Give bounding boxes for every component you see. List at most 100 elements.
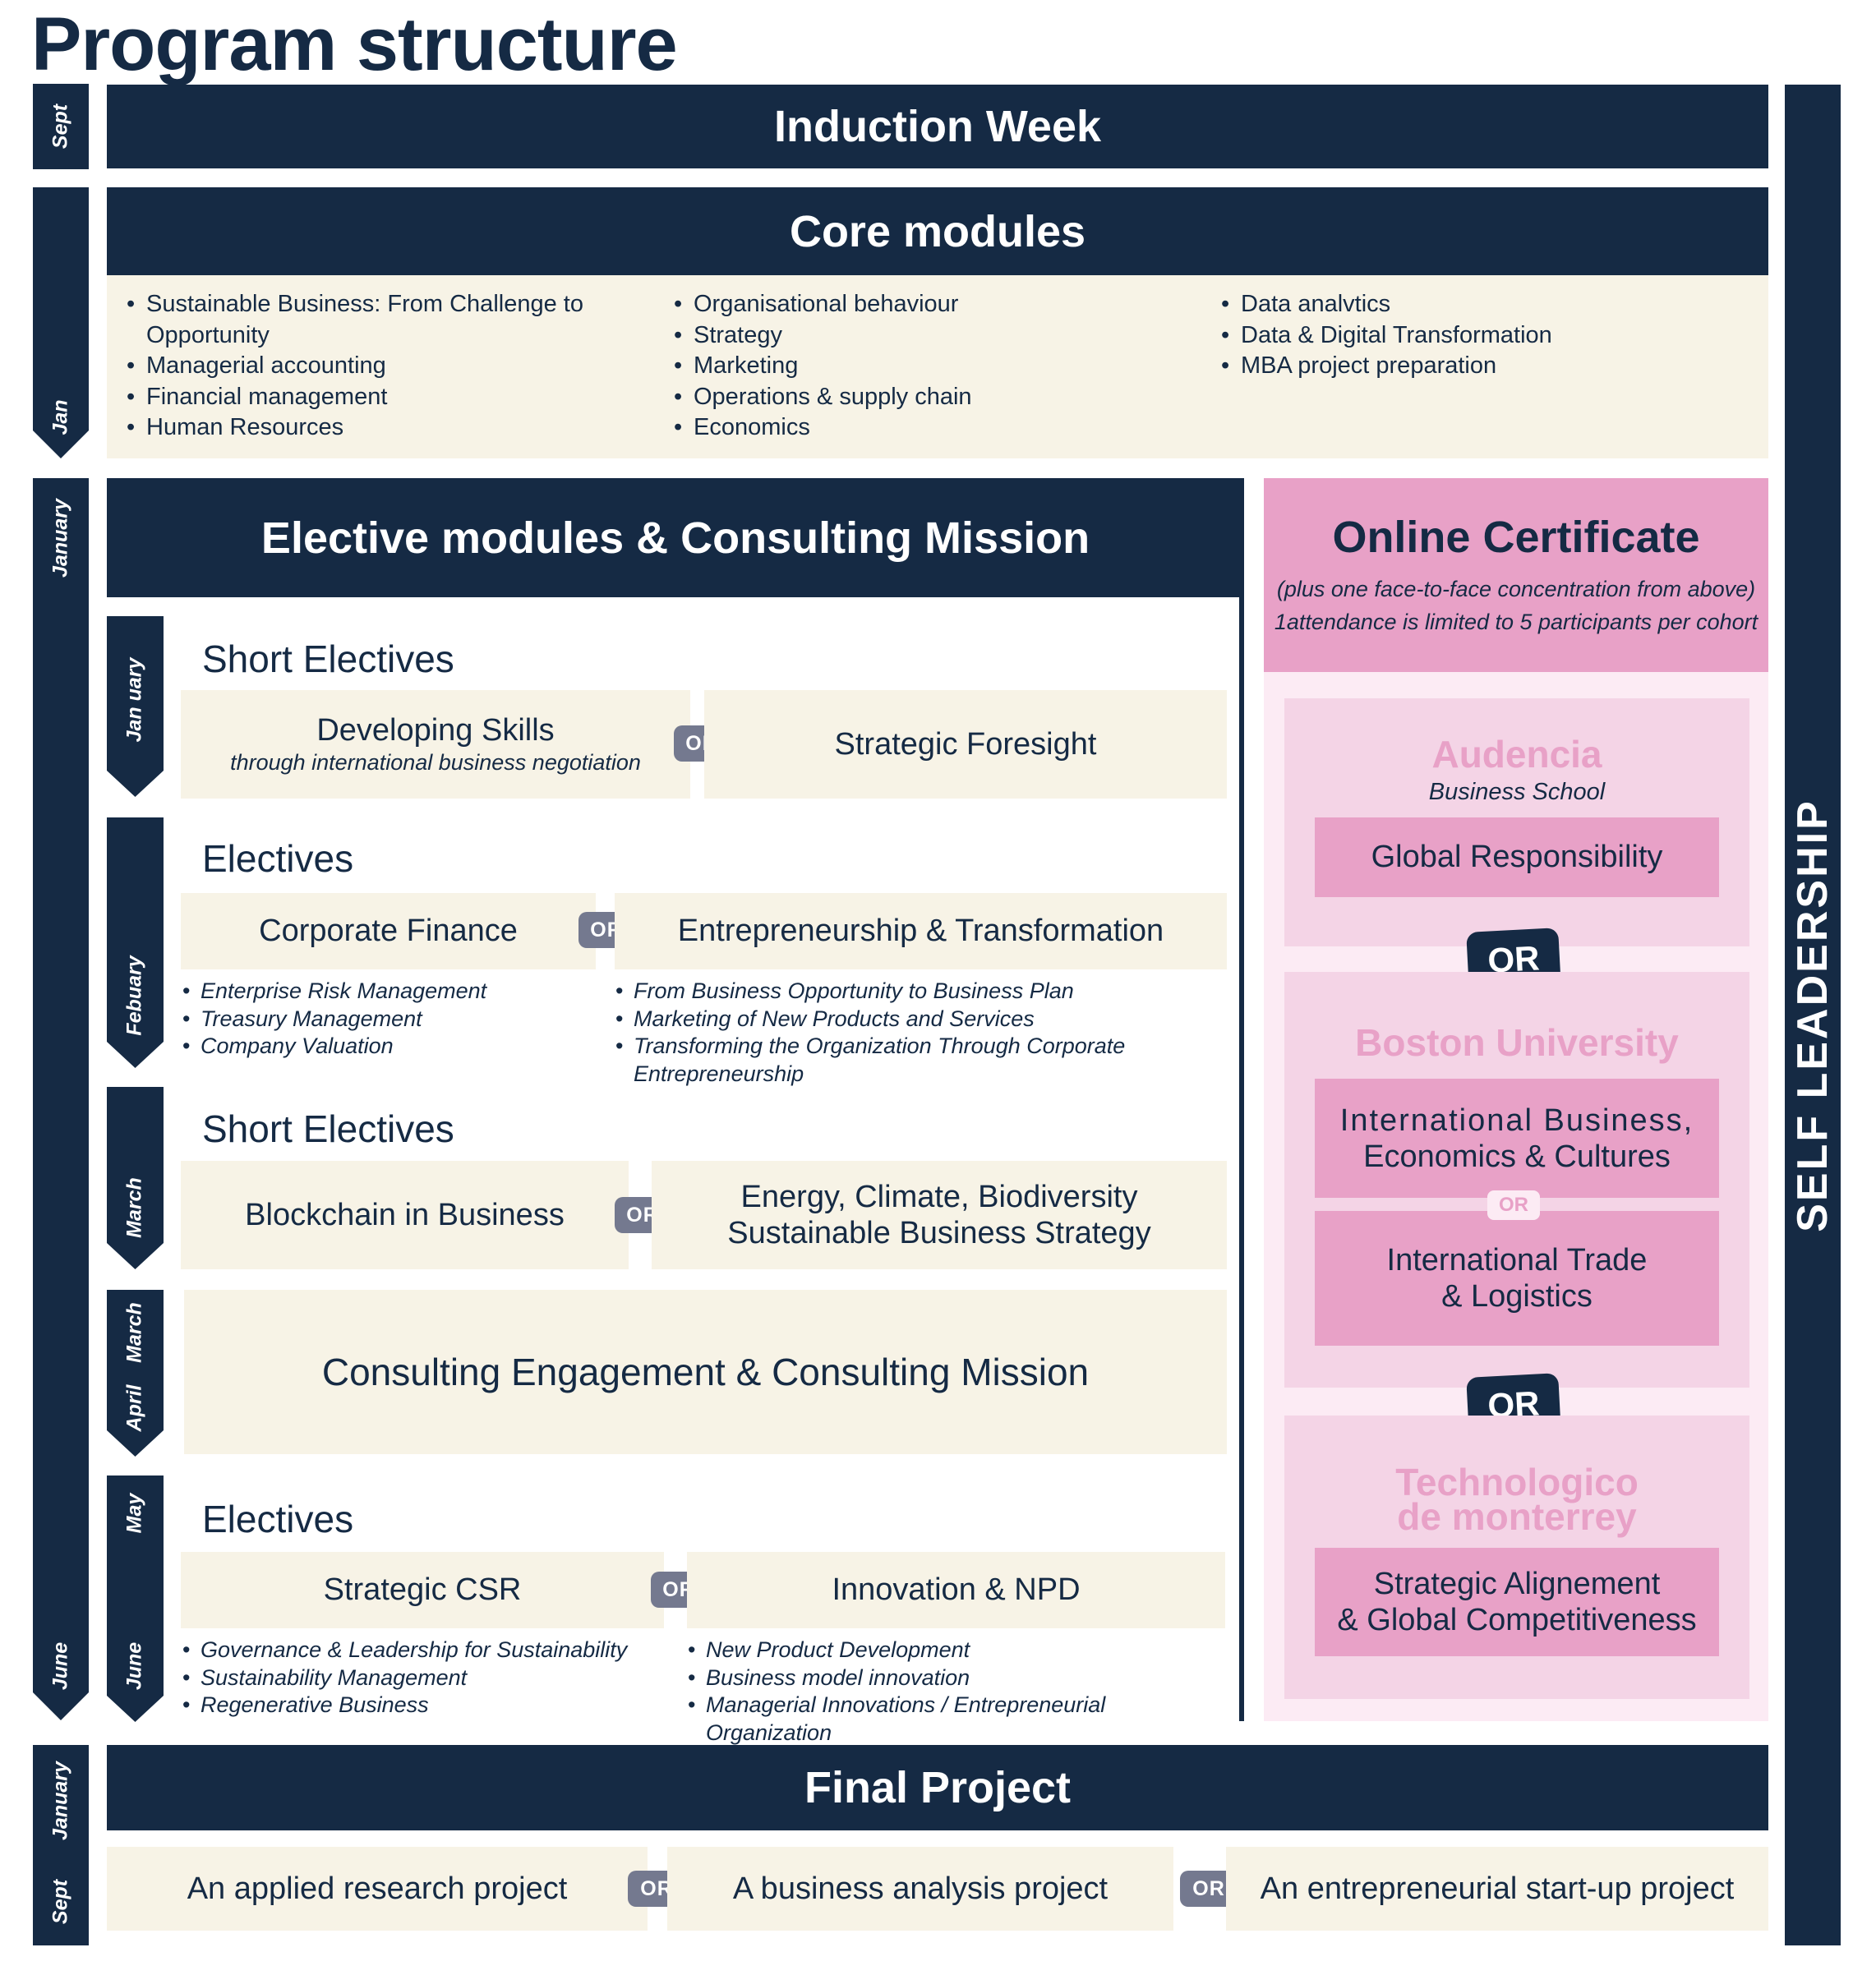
intl-business-line1: International Business, bbox=[1339, 1103, 1694, 1138]
energy-climate-line1: Energy, Climate, Biodiversity bbox=[740, 1180, 1138, 1214]
list-item: Transforming the Organization Through Co… bbox=[615, 1033, 1240, 1088]
consulting-title: Consulting Engagement & Consulting Missi… bbox=[321, 1351, 1090, 1393]
list-item: Operations & supply chain bbox=[674, 382, 1183, 413]
timeline-label-sept: Sept bbox=[48, 104, 72, 150]
list-item: Enterprise Risk Management bbox=[182, 978, 593, 1006]
electives-2-heading: Electives bbox=[202, 1498, 354, 1540]
core-modules-header: Core modules bbox=[107, 187, 1768, 275]
final-option-research-label: An applied research project bbox=[187, 1871, 568, 1906]
innovation-npd-bullets: New Product Development Business model i… bbox=[688, 1637, 1230, 1747]
blockchain-title: Blockchain in Business bbox=[245, 1197, 565, 1232]
final-project-header: Final Project bbox=[107, 1745, 1768, 1830]
strategic-foresight-box: Strategic Foresight bbox=[704, 690, 1227, 799]
final-option-business: A business analysis project bbox=[667, 1847, 1173, 1931]
page-title: Program structure bbox=[31, 2, 678, 86]
developing-skills-title: Developing Skills bbox=[316, 713, 555, 748]
blockchain-box: Blockchain in Business bbox=[181, 1161, 629, 1269]
developing-skills-subtitle: through international business negotiati… bbox=[230, 750, 641, 775]
timeline-label-june: June bbox=[48, 1641, 72, 1691]
list-item: Business model innovation bbox=[688, 1664, 1230, 1692]
entrepreneurship-title: Entrepreneurship & Transformation bbox=[677, 914, 1164, 948]
timeline-sept-block bbox=[33, 84, 89, 169]
final-option-research: An applied research project bbox=[107, 1847, 648, 1931]
inner-label-january: Jan uary bbox=[122, 657, 146, 743]
list-item: Company Valuation bbox=[182, 1033, 593, 1061]
intl-business-box: International Business, Economics & Cult… bbox=[1315, 1079, 1719, 1198]
list-item: Governance & Leadership for Sustainabili… bbox=[182, 1637, 659, 1664]
induction-week-bar: Induction Week bbox=[107, 85, 1768, 168]
elective-modules-header: Elective modules & Consulting Mission bbox=[107, 478, 1244, 597]
elective-modules-right-border bbox=[1239, 597, 1244, 1721]
timeline-arrow-january-june bbox=[33, 478, 89, 1720]
timeline-label-sept-final: Sept bbox=[48, 1879, 72, 1925]
list-item: Marketing bbox=[674, 351, 1183, 382]
intl-business-line2: Economics & Cultures bbox=[1363, 1139, 1671, 1174]
consulting-box: Consulting Engagement & Consulting Missi… bbox=[184, 1290, 1227, 1454]
corporate-finance-title: Corporate Finance bbox=[259, 914, 518, 948]
inner-arrow-january bbox=[107, 616, 164, 797]
strategic-foresight-title: Strategic Foresight bbox=[834, 726, 1097, 762]
timeline-arrow-jan bbox=[33, 187, 89, 458]
innovation-npd-box: Innovation & NPD bbox=[687, 1552, 1225, 1628]
list-item: Managerial Innovations / Entrepreneurial… bbox=[688, 1692, 1230, 1747]
timeline-label-january-final: January bbox=[48, 1761, 72, 1840]
final-option-startup: An entrepreneurial start-up project bbox=[1226, 1847, 1768, 1931]
intl-trade-line2: & Logistics bbox=[1441, 1279, 1593, 1314]
strategic-alignement-line1: Strategic Alignement bbox=[1373, 1567, 1661, 1601]
inner-arrow-february bbox=[107, 817, 164, 1068]
list-item: Managerial accounting bbox=[127, 351, 636, 382]
developing-skills-box: Developing Skills through international … bbox=[181, 690, 690, 799]
self-leadership-label: SELF LEADERSHIP bbox=[1789, 799, 1837, 1232]
list-item: New Product Development bbox=[688, 1637, 1230, 1664]
list-item: MBA project preparation bbox=[1221, 351, 1731, 382]
core-modules-title: Core modules bbox=[789, 206, 1086, 256]
inner-arrow-march-april bbox=[107, 1290, 164, 1457]
strategic-csr-box: Strategic CSR bbox=[181, 1552, 664, 1628]
list-item: Data analvtics bbox=[1221, 289, 1731, 320]
strategic-csr-bullets: Governance & Leadership for Sustainabili… bbox=[182, 1637, 659, 1719]
short-electives-2-heading: Short Electives bbox=[202, 1107, 454, 1150]
list-item: Data & Digital Transformation bbox=[1221, 320, 1731, 352]
online-certificate-note1: (plus one face-to-face concentration fro… bbox=[1276, 577, 1756, 601]
corporate-finance-box: Corporate Finance bbox=[181, 893, 596, 969]
list-item: Economics bbox=[674, 412, 1183, 444]
online-certificate-title: Online Certificate bbox=[1332, 513, 1700, 562]
list-item: Organisational behaviour bbox=[674, 289, 1183, 320]
list-item: Treasury Management bbox=[182, 1006, 593, 1034]
inner-label-june: June bbox=[122, 1641, 146, 1691]
core-modules-col1: Sustainable Business: From Challenge to … bbox=[127, 289, 636, 444]
global-responsibility-title: Global Responsibility bbox=[1371, 840, 1663, 874]
list-item: Strategy bbox=[674, 320, 1183, 352]
innovation-npd-title: Innovation & NPD bbox=[832, 1572, 1081, 1607]
timeline-final-block bbox=[33, 1745, 89, 1945]
intl-trade-box: International Trade & Logistics bbox=[1315, 1211, 1719, 1346]
elective-modules-title: Elective modules & Consulting Mission bbox=[260, 513, 1090, 563]
boston-name: Boston University bbox=[1355, 1021, 1679, 1064]
strategic-alignement-box: Strategic Alignement & Global Competitiv… bbox=[1315, 1548, 1719, 1656]
entrepreneurship-bullets: From Business Opportunity to Business Pl… bbox=[615, 978, 1240, 1088]
list-item: Human Resources bbox=[127, 412, 636, 444]
timeline-label-january: January bbox=[48, 499, 72, 578]
global-responsibility-box: Global Responsibility bbox=[1315, 817, 1719, 897]
entrepreneurship-box: Entrepreneurship & Transformation bbox=[615, 893, 1227, 969]
inner-arrow-may-june bbox=[107, 1475, 164, 1722]
list-item: Marketing of New Products and Services bbox=[615, 1006, 1240, 1034]
inner-label-march2: March bbox=[122, 1302, 146, 1363]
inner-label-february: Febuary bbox=[122, 955, 146, 1036]
online-certificate-note2: 1attendance is limited to 5 participants… bbox=[1274, 610, 1758, 634]
energy-climate-box: Energy, Climate, Biodiversity Sustainabl… bbox=[652, 1161, 1227, 1269]
or-badge: OR bbox=[1487, 1190, 1540, 1220]
inner-label-may: May bbox=[122, 1493, 146, 1534]
list-item: Sustainability Management bbox=[182, 1664, 659, 1692]
final-option-startup-label: An entrepreneurial start-up project bbox=[1260, 1871, 1735, 1906]
short-electives-1-heading: Short Electives bbox=[202, 638, 454, 680]
list-item: Sustainable Business: From Challenge to … bbox=[127, 289, 636, 351]
monterrey-name-line2: de monterrey bbox=[1397, 1495, 1637, 1538]
list-item: From Business Opportunity to Business Pl… bbox=[615, 978, 1240, 1006]
final-option-business-label: A business analysis project bbox=[732, 1871, 1109, 1906]
strategic-csr-title: Strategic CSR bbox=[323, 1572, 522, 1607]
energy-climate-line2: Sustainable Business Strategy bbox=[727, 1216, 1151, 1250]
inner-arrow-march bbox=[107, 1087, 164, 1269]
self-leadership-bar bbox=[1785, 85, 1841, 1945]
list-item: Financial management bbox=[127, 382, 636, 413]
